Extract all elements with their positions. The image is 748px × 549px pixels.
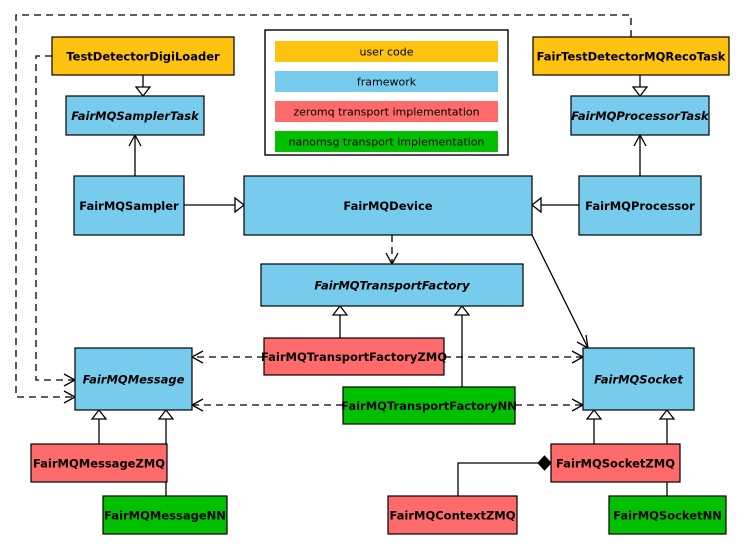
edge-FairMQTransportFactoryZMQ-to-FairMQTransportFactory xyxy=(331,304,349,338)
class-node-FairMQProcessor[interactable]: FairMQProcessor xyxy=(578,175,702,236)
class-node-FairMQSampler[interactable]: FairMQSampler xyxy=(73,175,185,236)
legend-label: zeromq transport implementation xyxy=(293,106,479,119)
class-box[interactable] xyxy=(263,337,445,376)
class-name-label: FairMQMessageNN xyxy=(104,509,226,523)
legend-label: nanomsg transport implementation xyxy=(289,136,485,149)
edge-FairTestDetectorMQRecoTask-to-FairMQProcessorTask xyxy=(631,75,649,98)
class-box[interactable] xyxy=(51,36,235,76)
class-name-label: FairMQSocket xyxy=(594,373,683,387)
legend-label: framework xyxy=(357,76,417,89)
class-box[interactable] xyxy=(582,347,695,411)
class-name-label: FairMQSocketNN xyxy=(613,509,722,523)
class-node-FairMQSocketNN[interactable]: FairMQSocketNN xyxy=(608,495,727,535)
class-node-FairMQMessage[interactable]: FairMQMessage xyxy=(74,347,193,411)
class-box[interactable] xyxy=(570,95,710,136)
class-name-label: FairMQContextZMQ xyxy=(389,509,515,523)
class-box[interactable] xyxy=(550,443,681,483)
edge-FairMQSocketZMQ-to-FairMQSocket xyxy=(585,408,603,444)
legend-panel: user code framework zeromq transport imple… xyxy=(264,29,509,156)
class-node-FairMQTransportFactory[interactable]: FairMQTransportFactory xyxy=(260,263,524,307)
edge-FairMQSampler-to-FairMQDevice xyxy=(184,196,246,214)
class-box[interactable] xyxy=(102,495,228,535)
legend-item-1: framework xyxy=(275,71,498,92)
class-box[interactable] xyxy=(73,175,185,236)
edge-FairMQProcessor-to-FairMQDevice xyxy=(530,196,579,214)
class-name-label: FairMQProcessor xyxy=(585,199,695,213)
node-layer: TestDetectorDigiLoader FairTestDetectorMQ… xyxy=(30,36,730,535)
class-name-label: FairMQSocketZMQ xyxy=(556,457,675,471)
class-name-label: FairMQMessage xyxy=(83,373,185,387)
class-name-label: FairMQTransportFactory xyxy=(314,279,470,293)
class-box[interactable] xyxy=(243,175,533,236)
legend-layer: user code framework zeromq transport imple… xyxy=(264,29,509,156)
class-name-label: FairMQTransportFactoryNN xyxy=(341,399,517,413)
class-node-FairTestDetectorMQRecoTask[interactable]: FairTestDetectorMQRecoTask xyxy=(532,36,730,76)
class-node-FairMQTransportFactoryNN[interactable]: FairMQTransportFactoryNN xyxy=(341,386,517,425)
class-node-FairMQSamplerTask[interactable]: FairMQSamplerTask xyxy=(65,95,205,136)
class-box[interactable] xyxy=(578,175,702,236)
legend-swatch xyxy=(275,101,498,122)
class-name-label: FairMQSampler xyxy=(79,199,179,213)
class-name-label: FairMQTransportFactoryZMQ xyxy=(261,350,447,364)
class-node-FairMQTransportFactoryZMQ[interactable]: FairMQTransportFactoryZMQ xyxy=(261,337,447,376)
class-name-label: TestDetectorDigiLoader xyxy=(66,50,220,64)
class-box[interactable] xyxy=(342,386,516,425)
class-box[interactable] xyxy=(608,495,727,535)
legend-item-2: zeromq transport implementation xyxy=(275,101,498,122)
class-node-FairMQContextZMQ[interactable]: FairMQContextZMQ xyxy=(387,495,518,535)
legend-swatch xyxy=(275,131,498,152)
legend-item-3: nanomsg transport implementation xyxy=(275,131,498,152)
class-node-TestDetectorDigiLoader[interactable]: TestDetectorDigiLoader xyxy=(51,36,235,76)
edge-FairMQTransportFactoryNN-to-FairMQTransportFactory xyxy=(453,304,471,387)
legend-swatch xyxy=(275,71,498,92)
class-box[interactable] xyxy=(260,263,524,307)
class-box[interactable] xyxy=(387,495,518,535)
class-box[interactable] xyxy=(30,443,168,483)
class-name-label: FairTestDetectorMQRecoTask xyxy=(537,50,726,64)
class-name-label: FairMQProcessorTask xyxy=(571,109,710,123)
edge-FairMQMessageZMQ-to-FairMQMessage xyxy=(90,408,108,444)
class-box[interactable] xyxy=(532,36,730,76)
class-name-label: FairMQDevice xyxy=(343,199,432,213)
class-box[interactable] xyxy=(65,95,205,136)
class-name-label: FairMQMessageZMQ xyxy=(33,457,165,471)
legend-label: user code xyxy=(359,46,413,59)
class-node-FairMQSocketZMQ[interactable]: FairMQSocketZMQ xyxy=(550,443,681,483)
class-name-label: FairMQSamplerTask xyxy=(71,109,200,123)
legend-item-0: user code xyxy=(275,41,498,62)
edge-FairMQSocketZMQ-to-FairMQContextZMQ xyxy=(457,455,552,496)
class-node-FairMQProcessorTask[interactable]: FairMQProcessorTask xyxy=(570,95,710,136)
class-node-FairMQMessageNN[interactable]: FairMQMessageNN xyxy=(102,495,228,535)
class-node-FairMQMessageZMQ[interactable]: FairMQMessageZMQ xyxy=(30,443,168,483)
class-node-FairMQSocket[interactable]: FairMQSocket xyxy=(582,347,695,411)
edge-TestDetectorDigiLoader-to-FairMQSamplerTask xyxy=(134,75,152,98)
class-node-FairMQDevice[interactable]: FairMQDevice xyxy=(243,175,533,236)
class-box[interactable] xyxy=(74,347,193,411)
legend-swatch xyxy=(275,41,498,62)
